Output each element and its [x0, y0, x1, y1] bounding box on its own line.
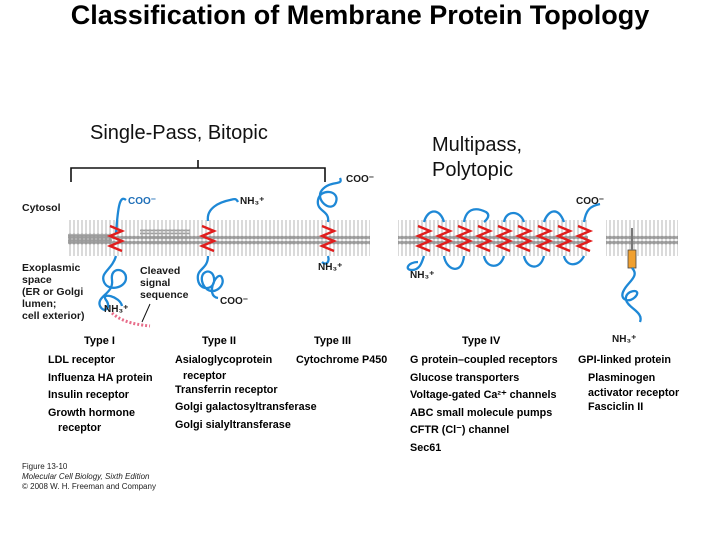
type3-label: Type III: [314, 335, 352, 347]
list-item: Influenza HA protein: [48, 371, 153, 384]
type2-coo-label: COO⁻: [220, 296, 249, 307]
type4-chain: [406, 202, 601, 272]
exoplasmic-label: Exoplasmic space (ER or Golgi lumen; cel…: [22, 262, 85, 322]
cytosol-label: Cytosol: [22, 202, 61, 214]
list-item: Voltage-gated Ca²⁺ channels: [410, 389, 557, 402]
type2-exoplasmic-domain: [196, 255, 224, 300]
type2-examples: Asialoglycoprotein receptor Transferrin …: [175, 352, 317, 434]
list-item: ABC small molecule pumps: [410, 406, 553, 419]
list-item: Plasminogen: [588, 371, 656, 384]
caption-copyright: © 2008 W. H. Freeman and Company: [22, 482, 156, 491]
type1-cytosolic-chain: [114, 197, 127, 235]
list-item: Sec61: [410, 441, 442, 454]
single-pass-header: Single-Pass, Bitopic: [90, 122, 268, 144]
type1-cleaved-signal: [111, 311, 151, 328]
type1-nh3-label: NH₃⁺: [104, 304, 129, 315]
list-item: activator receptor: [588, 387, 680, 400]
caption-book: Molecular Cell Biology, Sixth Edition: [22, 472, 150, 481]
list-item: Cytochrome P450: [296, 354, 388, 366]
multipass-header: Multipass, Polytopic: [432, 134, 523, 181]
type3-nh3-label: NH₃⁺: [318, 262, 343, 273]
list-item: GPI-linked protein: [578, 354, 671, 366]
list-item: Transferrin receptor: [175, 383, 278, 396]
list-item: Golgi galactosyltransferase: [175, 401, 317, 414]
type4-nh3-label: NH₃⁺: [410, 270, 435, 281]
list-item: Asialoglycoprotein: [175, 354, 273, 366]
membrane-segment: [606, 220, 678, 256]
gpi-examples: GPI-linked protein Plasminogen activator…: [578, 352, 679, 417]
type1-coo-label: COO⁻: [128, 196, 157, 207]
list-item: Growth hormone: [48, 406, 135, 419]
list-item: Glucose transporters: [410, 371, 520, 384]
caption-figure-number: Figure 13-10: [22, 462, 68, 471]
cleaved-signal-label: Cleaved signal sequence: [140, 265, 189, 301]
type3-examples: Cytochrome P450: [296, 352, 387, 370]
gpi-nh3-label: NH₃⁺: [612, 334, 637, 345]
type2-helix: [198, 224, 218, 253]
type4-helices: [414, 224, 594, 253]
type4-examples: G protein–coupled receptors Glucose tran…: [410, 352, 558, 458]
figure-caption: Figure 13-10 Molecular Cell Biology, Six…: [22, 462, 156, 492]
gpi-protein-domain: [621, 267, 642, 323]
gpi-anchor: [627, 249, 637, 269]
type4-label: Type IV: [462, 335, 501, 347]
list-item: receptor: [58, 422, 102, 435]
type1-label: Type I: [84, 335, 115, 347]
type2-label: Type II: [202, 335, 237, 347]
type1-examples: LDL receptor Influenza HA protein Insuli…: [48, 352, 153, 434]
type3-coo-label: COO⁻: [346, 174, 375, 185]
cleaved-pointer: [141, 303, 151, 323]
type3-helix: [318, 224, 338, 253]
list-item: Golgi sialyltransferase: [175, 418, 291, 431]
type1-helix: [106, 224, 126, 253]
list-item: Insulin receptor: [48, 389, 129, 402]
type4-coo-label: COO⁻: [576, 196, 605, 207]
type3-cytosolic-domain: [316, 177, 342, 223]
slide-title: Classification of Membrane Protein Topol…: [70, 0, 650, 30]
single-pass-bracket: [70, 160, 326, 182]
type2-cytosolic-chain: [206, 197, 240, 222]
list-item: CFTR (Cl⁻) channel: [410, 424, 510, 437]
membrane-segment: [150, 220, 294, 256]
type2-nh3-label: NH₃⁺: [240, 196, 265, 207]
type3-exoplasmic-tail: [321, 255, 330, 265]
list-item: G protein–coupled receptors: [410, 354, 558, 366]
list-item: LDL receptor: [48, 354, 115, 366]
list-item: Fasciclin II: [588, 401, 644, 414]
type1-exoplasmic-domain: [98, 255, 128, 311]
list-item: receptor: [183, 369, 227, 382]
